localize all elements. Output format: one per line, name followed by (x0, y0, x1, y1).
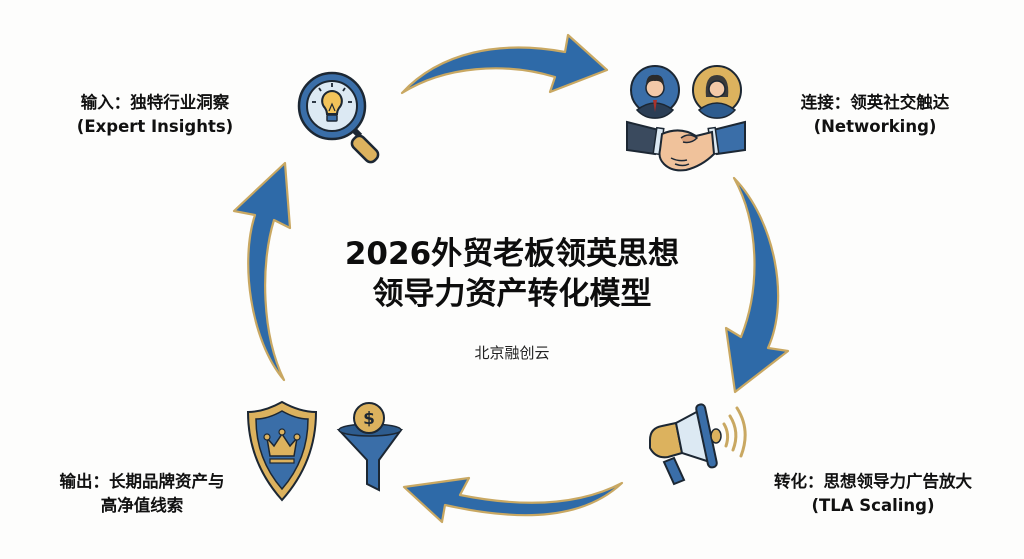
stage-label-output-line-1: 输出：长期品牌资产与 (59, 472, 225, 491)
diagram-title: 2026外贸老板领英思想 领导力资产转化模型 (300, 234, 724, 314)
arrow-right-icon (724, 176, 790, 394)
stage-label-output-line-2: 高净值线索 (100, 496, 184, 515)
megaphone-icon (649, 403, 747, 486)
stage-label-connect-line-1: 连接：领英社交触达 (800, 93, 950, 112)
arrow-bottom-icon (402, 476, 624, 524)
arrow-top-icon (400, 33, 609, 95)
stage-label-output: 输出：长期品牌资产与 高净值线索 (22, 470, 262, 518)
stage-label-connect: 连接：领英社交触达 (Networking) (760, 91, 990, 139)
diagram-subtitle: 北京融创云 (474, 344, 550, 362)
stage-label-convert: 转化：思想领导力广告放大 (TLA Scaling) (728, 470, 1018, 518)
stage-label-input: 输入：独特行业洞察 (Expert Insights) (40, 91, 270, 139)
stage-label-convert-line-1: 转化：思想领导力广告放大 (774, 472, 972, 491)
stage-label-convert-line-2: (TLA Scaling) (811, 496, 935, 515)
money-funnel-icon: $ (336, 402, 403, 492)
stage-label-input-line-1: 输入：独特行业洞察 (80, 93, 230, 112)
stage-label-input-line-2: (Expert Insights) (76, 117, 234, 136)
title-line-2: 领导力资产转化模型 (372, 276, 652, 312)
arrow-left-icon (232, 161, 292, 382)
stage-label-connect-line-2: (Networking) (813, 117, 937, 136)
crown-shield-icon (246, 400, 318, 502)
handshake-people-icon (626, 65, 746, 172)
magnifier-lightbulb-icon (297, 71, 380, 164)
title-line-1: 2026外贸老板领英思想 (344, 236, 680, 272)
crown-shield-funnel-icon: $ (246, 400, 403, 502)
svg-text:$: $ (363, 409, 375, 429)
